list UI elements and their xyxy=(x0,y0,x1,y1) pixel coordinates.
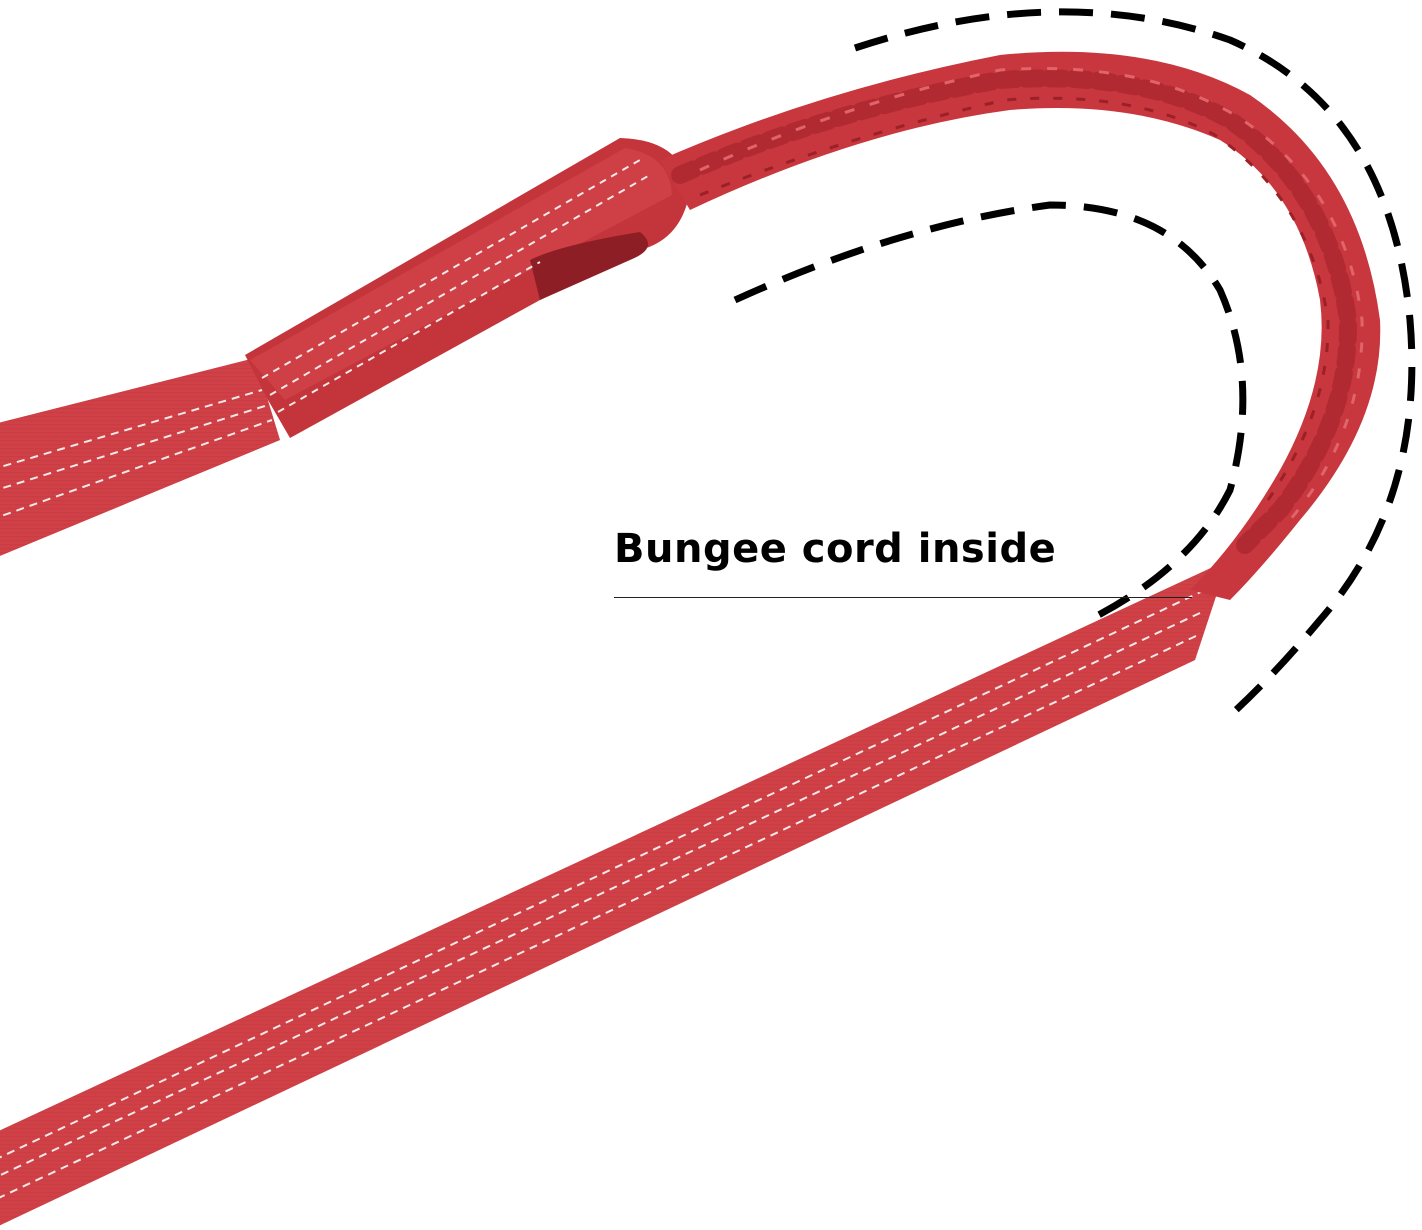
stitch-line xyxy=(0,404,269,490)
stitch-line xyxy=(0,612,1201,1177)
bungee-caption: Bungee cord inside xyxy=(614,526,1057,572)
stitch-line xyxy=(0,635,1197,1199)
handle-loop xyxy=(245,138,689,438)
stitch-line xyxy=(269,175,649,396)
lower-strap xyxy=(0,560,1228,1226)
caption-underline xyxy=(614,597,1192,598)
bungee-section xyxy=(660,51,1381,601)
stitch-line xyxy=(0,419,273,518)
dashed-outline-outer xyxy=(853,8,1416,723)
dashed-outline-inner xyxy=(733,201,1247,626)
upper-strap xyxy=(0,358,280,556)
stitch-line xyxy=(277,261,541,413)
stitch-line xyxy=(0,389,263,469)
